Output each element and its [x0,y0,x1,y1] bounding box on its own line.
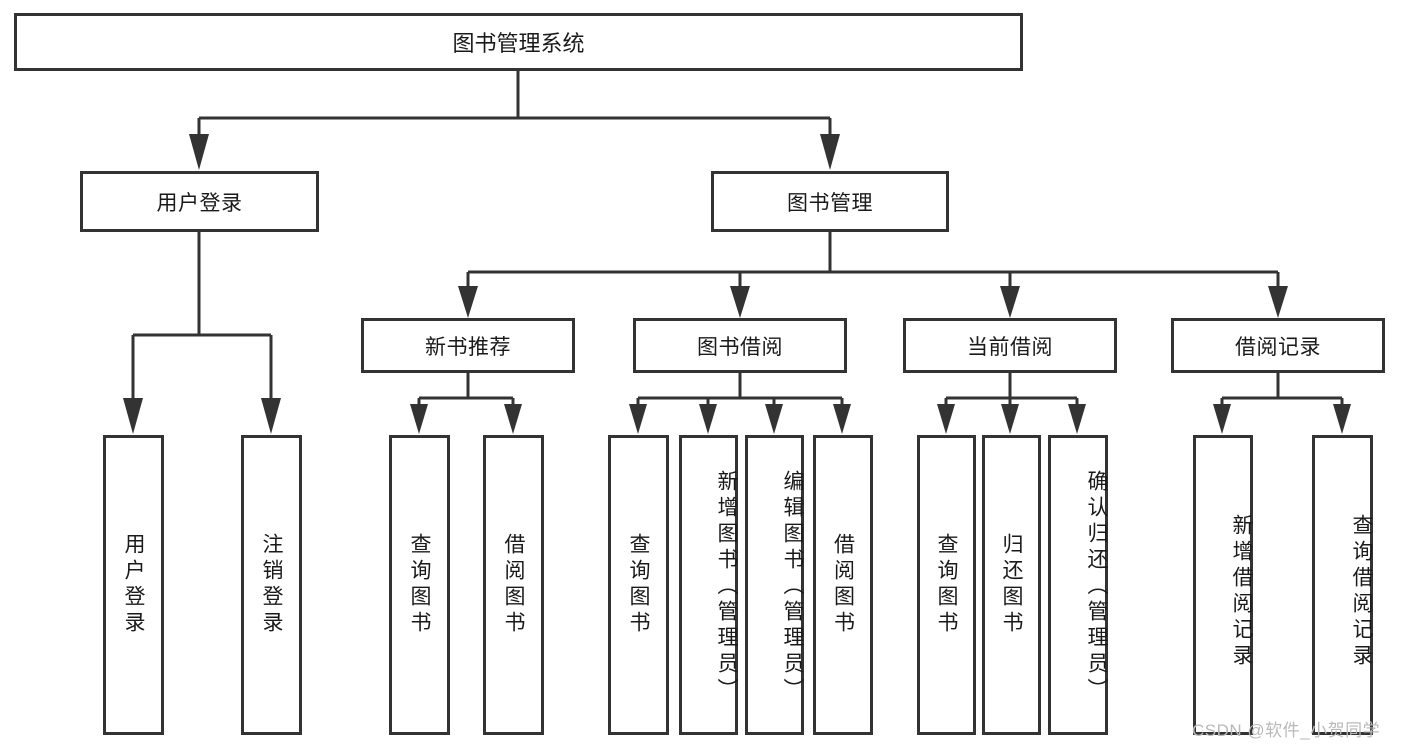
leaf-box-edit-book[interactable] [745,435,804,735]
node-borrow-record-box[interactable] [1171,318,1385,373]
arrow-head-book-borrow [730,286,750,318]
leaf-box-query-book-1[interactable] [389,435,450,735]
leaf-box-query-record[interactable] [1312,435,1373,735]
leaf-box-user-login[interactable] [103,435,164,735]
watermark-text: CSDN @软件_小贺同学 [1192,721,1381,740]
arrow-head-user-login [189,134,209,170]
arrow-head-leaf-borrow-book-2 [833,404,851,434]
arrow-head-new-book-recommend [458,286,478,318]
leaf-box-borrow-book-1[interactable] [483,435,544,735]
arrow-head-leaf-query-book-1 [410,404,428,434]
arrow-head-leaf-logout [261,398,281,434]
arrow-head-leaf-query-book-3 [937,404,955,434]
leaf-box-logout[interactable] [241,435,302,735]
node-user-login-box[interactable] [80,171,319,232]
leaf-box-query-book-3[interactable] [917,435,976,735]
arrow-head-leaf-query-record [1333,404,1351,434]
leaf-box-add-record[interactable] [1193,435,1253,735]
node-current-borrow-box[interactable] [903,318,1117,373]
arrow-head-leaf-add-record [1213,404,1231,434]
arrow-head-leaf-query-book-2 [629,404,647,434]
node-new-book-recommend-box[interactable] [361,318,575,373]
arrow-head-leaf-edit-book [765,404,783,434]
arrow-head-leaf-borrow-book-1 [504,404,522,434]
node-root-box[interactable] [14,13,1023,71]
leaf-box-query-book-2[interactable] [608,435,669,735]
leaf-box-confirm-return[interactable] [1048,435,1108,735]
arrow-head-leaf-add-book [699,404,717,434]
arrow-head-current-borrow [1000,286,1020,318]
arrow-head-leaf-user-login [123,398,143,434]
arrow-head-book-manage [820,134,840,170]
node-book-manage-box[interactable] [711,171,949,232]
leaf-box-return-book[interactable] [982,435,1041,735]
arrow-head-leaf-confirm-return [1068,404,1086,434]
leaf-box-add-book[interactable] [679,435,738,735]
leaf-box-borrow-book-2[interactable] [813,435,873,735]
arrow-head-borrow-record [1268,286,1288,318]
arrow-head-leaf-return-book [1001,404,1019,434]
node-book-borrow-box[interactable] [633,318,847,373]
